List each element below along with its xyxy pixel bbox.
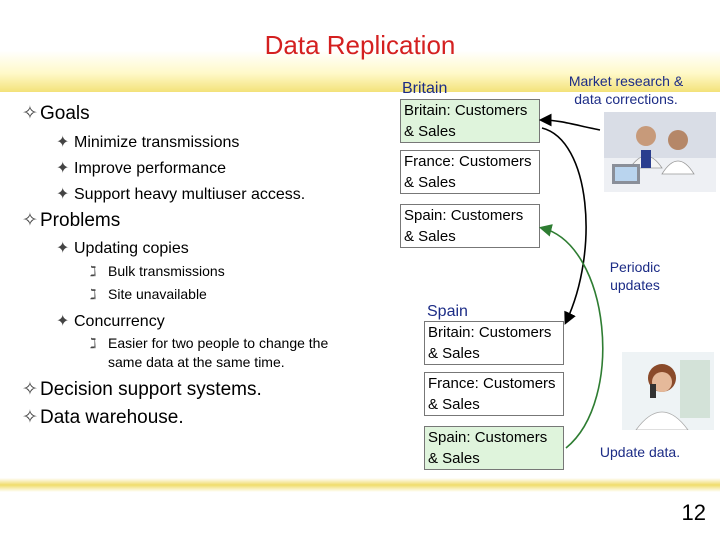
box-line: Britain: Customers: [404, 102, 528, 119]
note-line: Market research &: [568, 73, 684, 89]
bullet-support-label: Support heavy multiuser access.: [74, 186, 306, 203]
diamond-star-icon: ✧: [22, 210, 38, 231]
curl-marker-icon: ℷ: [90, 335, 97, 351]
bullet-improve: ✦Improve performance: [56, 158, 226, 178]
four-point-star-icon: ✦: [56, 160, 70, 177]
box-line: France: Customers: [404, 153, 532, 170]
bullet-easier-line1: Easier for two people to change the: [108, 335, 329, 351]
page-number: 12: [681, 500, 706, 525]
bullet-minimize: ✦Minimize transmissions: [56, 132, 239, 152]
britain-site-header: Britain: [402, 80, 448, 97]
box-line: & Sales: [404, 174, 456, 191]
periodic-updates-note: Periodic updates: [598, 258, 672, 294]
bullet-goals-label: Goals: [40, 103, 90, 124]
box-line: Britain: Customers: [428, 324, 552, 341]
correction-arrow: [538, 113, 601, 131]
britain-site-france-box: France: Customers & Sales: [400, 150, 540, 194]
market-research-note: Market research & data corrections.: [556, 72, 696, 108]
box-line: France: Customers: [428, 375, 556, 392]
four-point-star-icon: ✦: [56, 134, 70, 151]
note-line: Periodic: [609, 259, 661, 275]
bottom-band: [0, 478, 720, 492]
britain-site-spain-box: Spain: Customers & Sales: [400, 204, 540, 248]
spain-site-spain-box: Spain: Customers & Sales: [424, 426, 564, 470]
four-point-star-icon: ✦: [56, 313, 70, 330]
bullet-problems-label: Problems: [40, 210, 121, 231]
bullet-support: ✦Support heavy multiuser access.: [56, 184, 305, 204]
diamond-star-icon: ✧: [22, 379, 38, 400]
title-band: [0, 0, 720, 92]
curl-marker-icon: ℷ: [90, 286, 97, 302]
bullet-warehouse: ✧Data warehouse.: [22, 406, 184, 429]
slide-title: Data Replication: [264, 30, 456, 60]
box-line: & Sales: [404, 123, 456, 140]
bullet-easier-line2: same data at the same time.: [108, 354, 285, 370]
bullet-minimize-label: Minimize transmissions: [74, 134, 240, 151]
britain-to-spain-arrow: [541, 127, 587, 325]
bullet-improve-label: Improve performance: [74, 160, 227, 177]
note-line: updates: [610, 277, 660, 293]
box-line: Spain: Customers: [404, 207, 524, 224]
spain-to-britain-arrow: [538, 224, 604, 449]
bullet-concurrency-label: Concurrency: [74, 313, 165, 330]
bullet-updating-label: Updating copies: [74, 240, 189, 257]
diamond-star-icon: ✧: [22, 407, 38, 428]
four-point-star-icon: ✦: [56, 240, 70, 257]
meeting-photo: [604, 112, 716, 192]
box-line: & Sales: [428, 450, 480, 467]
bullet-updating: ✦Updating copies: [56, 238, 189, 258]
box-line: & Sales: [428, 396, 480, 413]
bullet-site-label: Site unavailable: [108, 286, 207, 302]
bullet-decision-label: Decision support systems.: [40, 379, 262, 400]
box-line: & Sales: [428, 345, 480, 362]
bullet-site: ℷ Site unavailable: [90, 286, 207, 303]
spain-site-header: Spain: [427, 303, 468, 320]
bullet-concurrency: ✦Concurrency: [56, 311, 165, 331]
woman-phone-photo: [622, 352, 714, 430]
spain-site-britain-box: Britain: Customers & Sales: [424, 321, 564, 365]
bullet-decision: ✧Decision support systems.: [22, 378, 262, 401]
britain-site-britain-box: Britain: Customers & Sales: [400, 99, 540, 143]
box-line: Spain: Customers: [428, 429, 548, 446]
update-data-note: Update data.: [599, 444, 681, 460]
bullet-bulk-label: Bulk transmissions: [108, 263, 225, 279]
note-line: data corrections.: [574, 91, 678, 107]
spain-site-france-box: France: Customers & Sales: [424, 372, 564, 416]
bullet-warehouse-label: Data warehouse.: [40, 407, 184, 428]
bullet-goals: ✧Goals: [22, 102, 90, 125]
four-point-star-icon: ✦: [56, 186, 70, 203]
box-line: & Sales: [404, 228, 456, 245]
bullet-bulk: ℷ Bulk transmissions: [90, 263, 225, 280]
curl-marker-icon: ℷ: [90, 263, 97, 279]
diamond-star-icon: ✧: [22, 103, 38, 124]
bullet-easier: ℷ Easier for two people to change the: [90, 335, 328, 352]
bullet-problems: ✧Problems: [22, 209, 120, 232]
